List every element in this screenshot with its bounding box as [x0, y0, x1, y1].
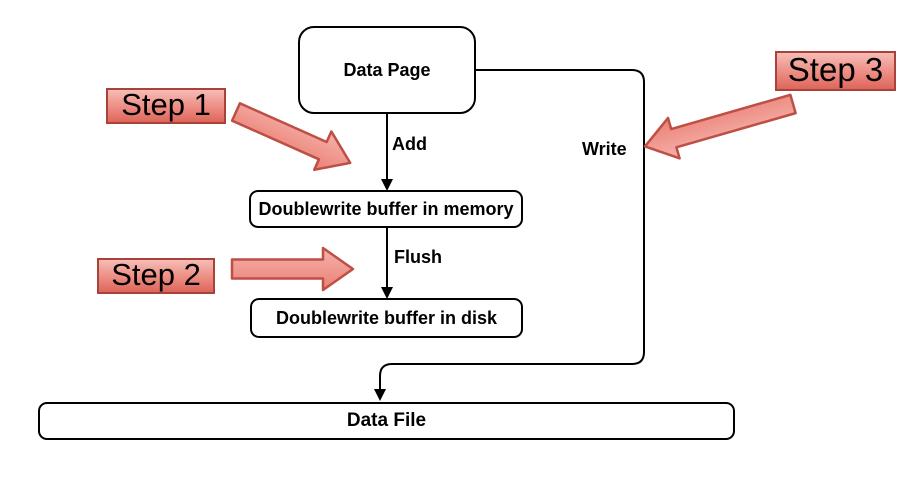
node-doublewrite-buffer-disk: Doublewrite buffer in disk — [250, 298, 523, 338]
step3-badge: Step 3 — [775, 51, 896, 91]
edge-label-write: Write — [582, 139, 627, 159]
edge-label-flush: Flush — [394, 247, 442, 267]
edge-label-add: Add — [392, 134, 427, 154]
step2-badge: Step 2 — [97, 258, 215, 294]
connector-write — [374, 69, 645, 401]
node-data-page: Data Page — [298, 26, 476, 114]
node-data-file: Data File — [38, 402, 735, 440]
step2-arrow-icon — [230, 246, 355, 292]
node-doublewrite-buffer-memory: Doublewrite buffer in memory — [249, 190, 523, 228]
step1-arrow-icon — [230, 102, 352, 172]
step1-badge: Step 1 — [106, 88, 226, 124]
step3-arrow-icon — [643, 93, 797, 160]
